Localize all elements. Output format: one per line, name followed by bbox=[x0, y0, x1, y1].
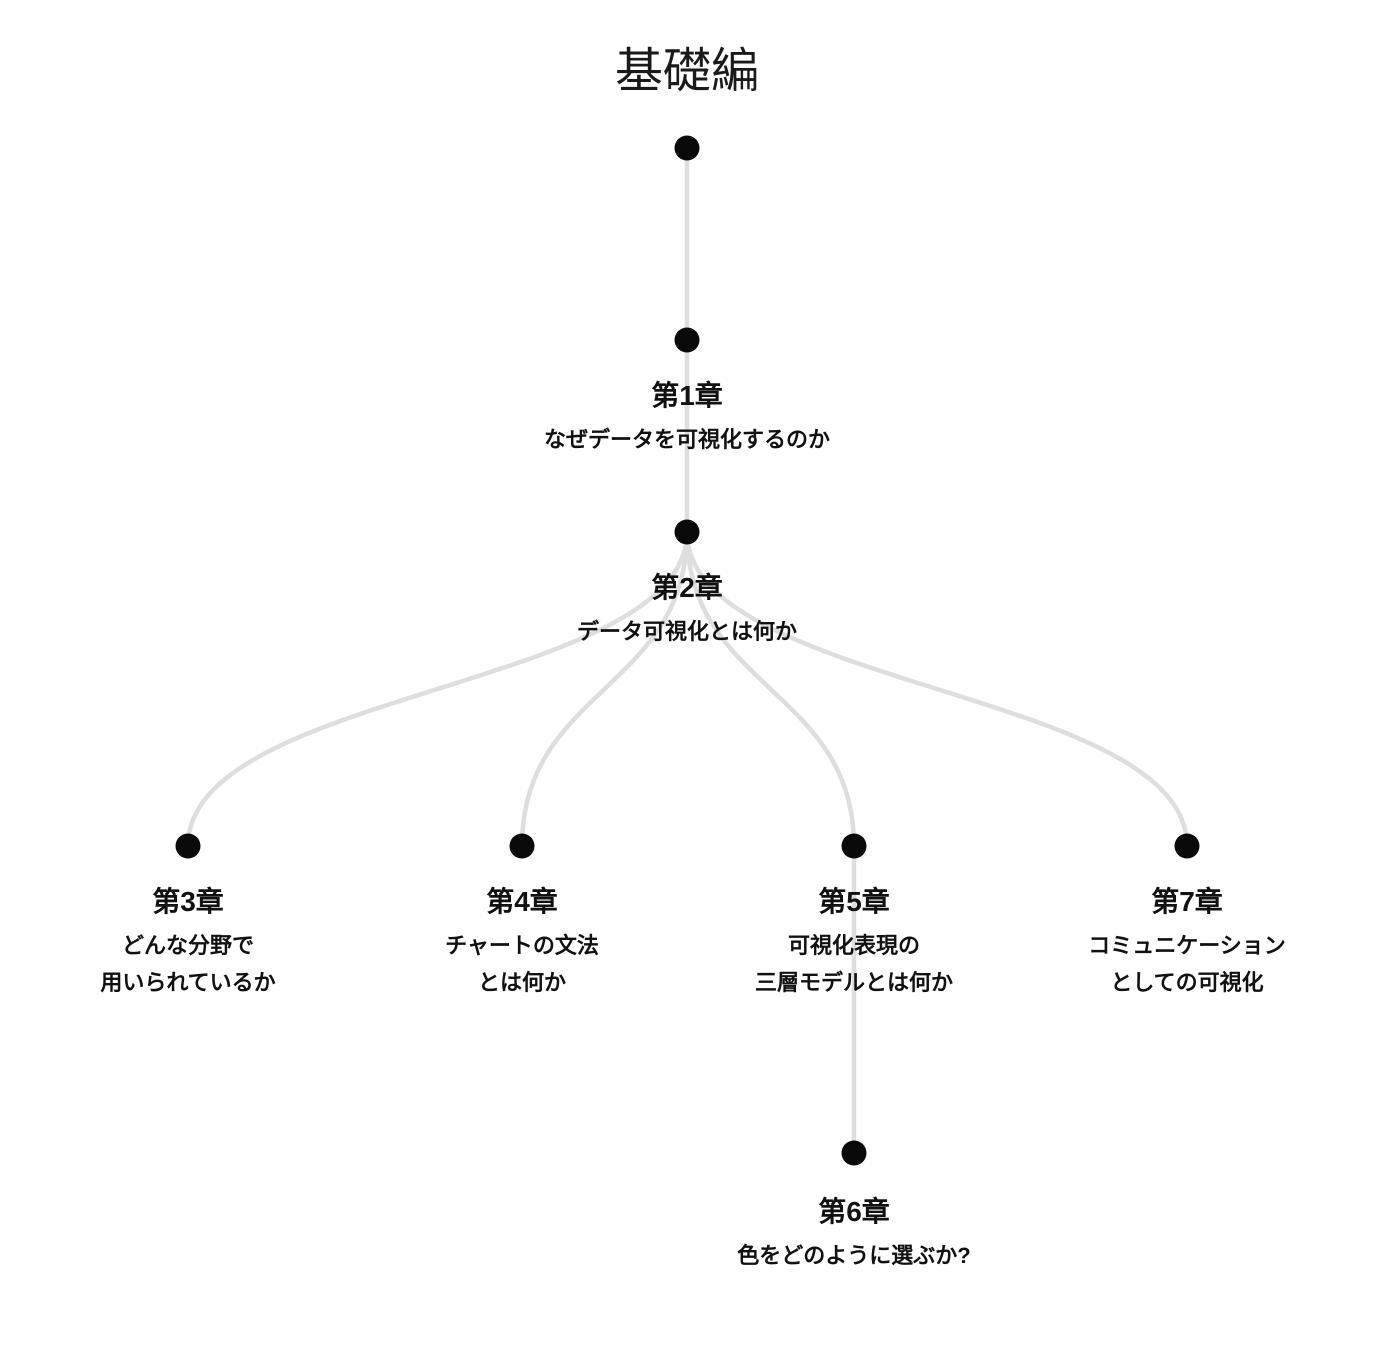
node-label-ch1: 第1章 なぜデータを可視化するのか bbox=[544, 376, 830, 458]
node-dot-root bbox=[674, 135, 700, 161]
edge-ch2-ch3 bbox=[185, 531, 690, 847]
chapter-number-ch3: 第3章 bbox=[152, 886, 224, 917]
node-label-ch5: 第5章 可視化表現の 三層モデルとは何か bbox=[755, 882, 953, 1001]
chapter-number-ch7: 第7章 bbox=[1151, 886, 1223, 917]
chapter-subtitle-ch7: コミュニケーション としての可視化 bbox=[1088, 933, 1286, 995]
chapter-number-ch6: 第6章 bbox=[818, 1196, 890, 1227]
node-label-ch3: 第3章 どんな分野で 用いられているか bbox=[100, 882, 275, 1001]
chapter-number-ch5: 第5章 bbox=[818, 886, 890, 917]
chapter-number-ch1: 第1章 bbox=[651, 380, 723, 411]
node-dot-ch4 bbox=[509, 833, 535, 859]
chapter-subtitle-ch4: チャートの文法 とは何か bbox=[445, 933, 599, 995]
node-dot-ch5 bbox=[841, 833, 867, 859]
diagram-title: 基礎編 bbox=[614, 45, 760, 98]
chapter-subtitle-ch3: どんな分野で 用いられているか bbox=[100, 933, 276, 995]
node-label-ch7: 第7章 コミュニケーション としての可視化 bbox=[1088, 882, 1286, 1001]
node-label-ch4: 第4章 チャートの文法 とは何か bbox=[445, 882, 599, 1001]
chapter-number-ch4: 第4章 bbox=[486, 886, 558, 917]
edge-ch2-ch5 bbox=[684, 531, 857, 847]
chapter-subtitle-ch5: 可視化表現の 三層モデルとは何か bbox=[754, 933, 954, 995]
node-dot-ch2 bbox=[674, 519, 700, 545]
chapter-number-ch2: 第2章 bbox=[651, 572, 723, 603]
chapter-subtitle-ch2: データ可視化とは何か bbox=[576, 619, 798, 644]
node-label-ch2: 第2章 データ可視化とは何か bbox=[577, 568, 797, 650]
node-dot-ch6 bbox=[841, 1140, 867, 1166]
node-dot-ch1 bbox=[674, 327, 700, 353]
edge-ch2-ch4 bbox=[519, 531, 690, 847]
node-dot-ch3 bbox=[175, 833, 201, 859]
chapter-subtitle-ch6: 色をどのように選ぶか? bbox=[737, 1243, 971, 1268]
chapter-subtitle-ch1: なぜデータを可視化するのか bbox=[543, 427, 831, 452]
node-label-ch6: 第6章 色をどのように選ぶか? bbox=[737, 1192, 970, 1274]
edge-ch2-ch7 bbox=[684, 531, 1190, 847]
node-dot-ch7 bbox=[1174, 833, 1200, 859]
